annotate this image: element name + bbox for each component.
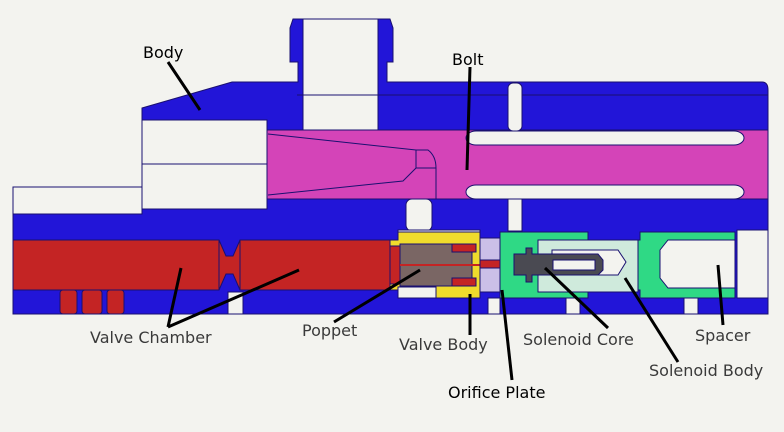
label-orifice-plate: Orifice Plate [448, 383, 545, 402]
label-valve-chamber: Valve Chamber [90, 328, 212, 347]
leader-spacer [716, 264, 725, 326]
body-left-step [12, 186, 143, 215]
bolt-slot-lower [465, 184, 745, 200]
label-poppet: Poppet [302, 321, 357, 340]
label-solenoid-core: Solenoid Core [523, 330, 634, 349]
label-solenoid-body: Solenoid Body [649, 361, 763, 380]
leader-bolt [465, 66, 472, 171]
label-spacer: Spacer [695, 326, 751, 345]
label-body: Body [143, 43, 183, 62]
leader-solenoid-core [543, 266, 610, 330]
leader-body [166, 61, 202, 111]
leader-valve-chamber-a [166, 267, 183, 328]
label-valve-body: Valve Body [399, 335, 488, 354]
leader-orifice-plate [500, 289, 514, 381]
leader-valve-chamber-b [167, 268, 300, 329]
label-bolt: Bolt [452, 50, 483, 69]
valve-chamber-right [239, 239, 391, 291]
body-recess-lower [141, 163, 268, 210]
valve-chamber-left [12, 239, 220, 291]
body-recess-upper [141, 119, 268, 165]
leader-solenoid-body [623, 277, 680, 363]
bolt-slot-upper [465, 130, 745, 146]
spacer-part [659, 239, 736, 289]
top-port [302, 18, 379, 132]
leader-poppet [333, 268, 421, 324]
